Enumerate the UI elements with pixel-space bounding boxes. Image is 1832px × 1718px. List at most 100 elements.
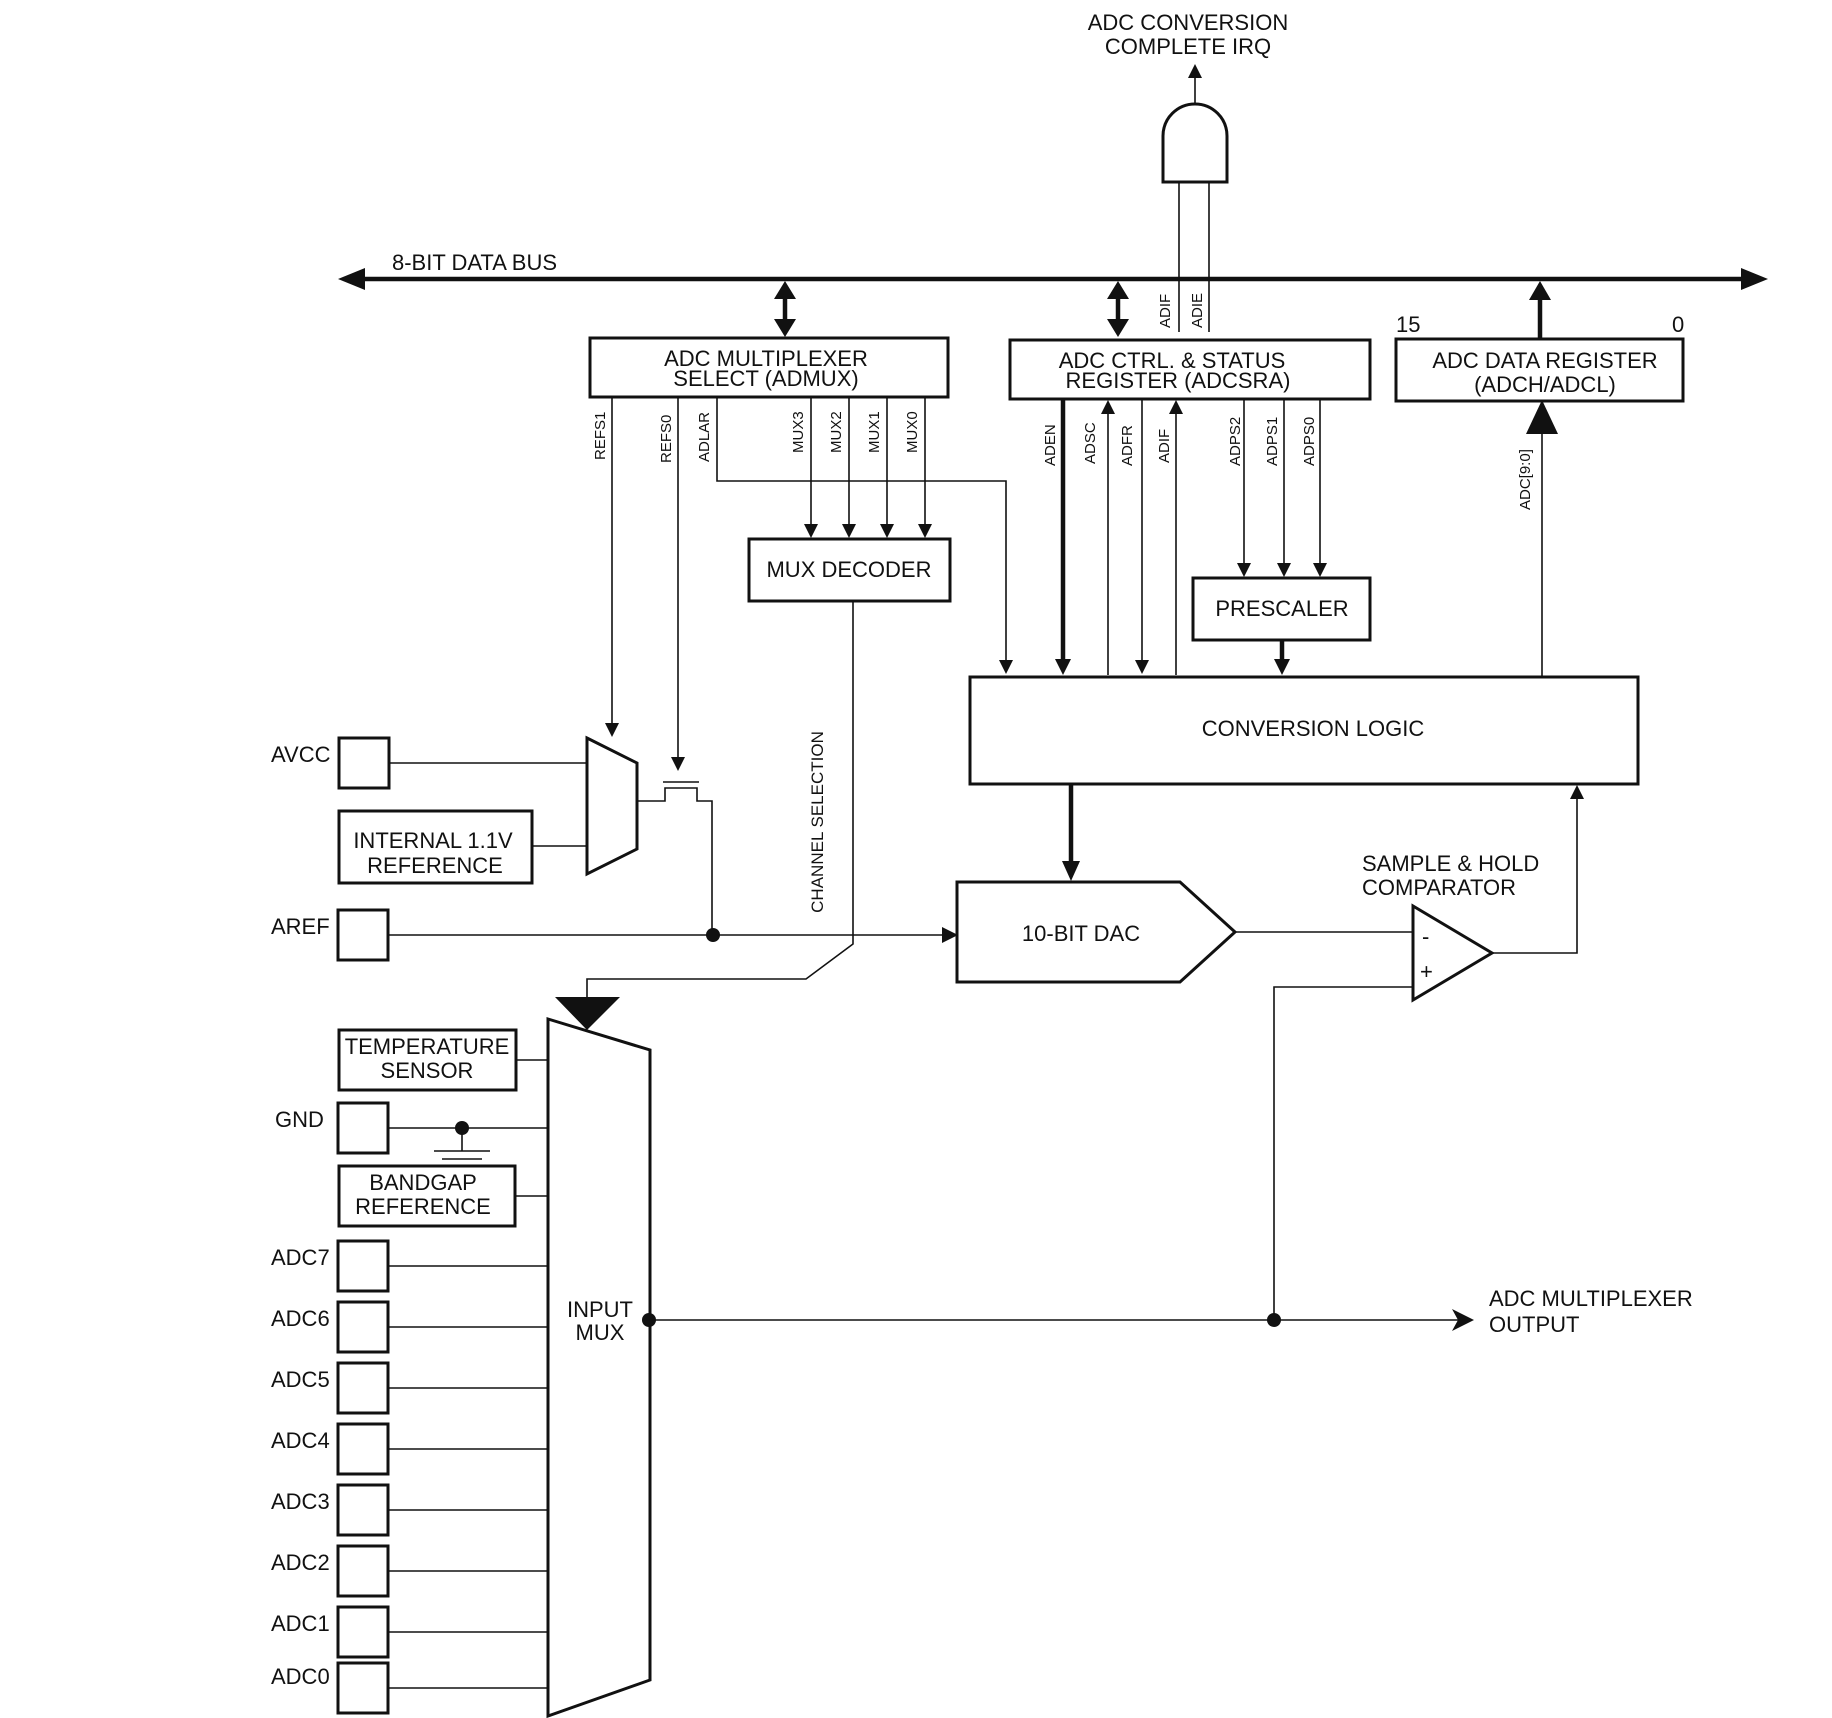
adlar-arrow [999,660,1013,674]
channel-selection-arrow [555,997,620,1030]
bandgap-label-line1: BANDGAP [369,1170,477,1195]
adcsra-bit-adif: ADIF [1156,429,1173,463]
reference-switch [637,787,713,934]
pin-label-adc5: ADC5 [271,1367,330,1392]
dac-shape [955,880,1238,984]
gnd-pin [336,1101,390,1155]
adc-data-register: 15 0 ADC DATA REGISTER (ADCH/ADCL) [1394,312,1685,403]
conversion-logic-box [968,675,1640,786]
admux-register-box [588,336,950,399]
pin-label-gnd: GND [275,1107,324,1132]
admux-bit-mux2: MUX2 [828,411,845,453]
admux-bus-arrow-down [774,319,796,337]
mux1-arrow [880,524,894,538]
pin-label-adc3: ADC3 [271,1489,330,1514]
adc5-pin [336,1361,390,1415]
admux-bit-adlar: ADLAR [696,412,713,462]
dac: 10-BIT DAC [955,880,1413,984]
adcsra-register-box [1008,338,1372,401]
adcsra-signal-wires [1055,400,1327,675]
bandgap-label-line2: REFERENCE [355,1194,491,1219]
adc-result-bits-label: ADC[9:0] [1517,449,1534,510]
adcsra-bit-adsc: ADSC [1082,422,1099,464]
admux-bus-arrow-up [774,281,796,299]
mux-decoder-label: MUX DECODER [766,557,931,582]
internal-ref-label-line2: REFERENCE [367,853,503,878]
adsc-arrow [1101,400,1115,414]
data-bus: 8-BIT DATA BUS [338,250,1768,338]
irq-label-line2: COMPLETE IRQ [1105,34,1271,59]
comparator-plus: + [1420,959,1433,984]
mux-output-arrow [1452,1309,1474,1331]
logic-to-dac-arrow [1062,861,1080,881]
mux-output-label-line1: ADC MULTIPLEXER [1489,1286,1693,1311]
refs0-arrow [671,757,685,771]
temp-sensor-label-line2: SENSOR [381,1058,474,1083]
internal-ref-box [337,809,534,885]
aref-pin [336,908,390,962]
adfr-arrow [1135,660,1149,674]
adc2-pin [336,1544,390,1598]
comparator: SAMPLE & HOLD COMPARATOR - + [1273,785,1584,1320]
admux-label-line1: ADC MULTIPLEXER [664,346,868,371]
prescaler-clock-arrow [1274,659,1290,675]
prescaler-box [1191,576,1372,642]
aden-arrow [1055,659,1071,675]
comparator-output-arrow [1570,785,1584,799]
irq-section: ADC CONVERSION COMPLETE IRQ ADIF ADIE [1088,10,1288,332]
irq-label-line1: ADC CONVERSION [1088,10,1288,35]
pin-label-adc4: ADC4 [271,1428,330,1453]
adcdata-label-line1: ADC DATA REGISTER [1432,348,1657,373]
temp-sensor-label-line1: TEMPERATURE [345,1034,510,1059]
bandgap-ref-box [337,1164,517,1228]
admux-bit-mux1: MUX1 [866,411,883,453]
data-bus-left-arrow [338,268,365,290]
adcsra-bus-arrow-down [1107,319,1129,337]
channel-selection-label: CHANNEL SELECTION [808,731,827,913]
comparator-output-wire [1492,797,1578,954]
admux-bit-mux3: MUX3 [790,411,807,453]
mux3-arrow [804,524,818,538]
adcdata-bit-high: 15 [1396,312,1420,337]
aref-to-dac-arrow [942,927,958,943]
mux-decoder-box [747,537,952,603]
refs1-arrow [605,723,619,737]
adcsra-bit-adfr: ADFR [1119,425,1136,466]
mux-decoder: MUX DECODER CHANNEL SELECTION [555,537,952,1030]
admux-bit-refs1: REFS1 [592,412,609,460]
comparator-input-junction [1267,1313,1281,1327]
prescaler: PRESCALER [1191,576,1372,675]
pin-label-adc6: ADC6 [271,1306,330,1331]
mux2-arrow [842,524,856,538]
comparator-plus-wire [1273,986,1413,1320]
adcsra-bit-adps0: ADPS0 [1301,417,1318,466]
internal-ref-label-line1: INTERNAL 1.1V [353,828,513,853]
adc-result-arrow [1526,400,1558,434]
comparator-minus: - [1422,924,1429,949]
pin-label-adc7: ADC7 [271,1245,330,1270]
adcsra-bit-aden: ADEN [1042,424,1059,466]
adcsra-label-line1: ADC CTRL. & STATUS [1059,348,1286,373]
dac-label: 10-BIT DAC [1022,921,1140,946]
adc7-pin [336,1239,390,1293]
adc1-pin [336,1605,390,1659]
pin-label-avcc: AVCC [271,742,331,767]
pin-label-adc2: ADC2 [271,1550,330,1575]
irq-and-gate [1161,102,1229,184]
admux-signal-wires [605,398,1013,771]
mux0-arrow [918,524,932,538]
adlar-wire [716,398,1007,663]
adcsra-bit-adps1: ADPS1 [1264,417,1281,466]
adcsra-bus-arrow-up [1107,281,1129,299]
adcsra-label-line2: REGISTER (ADCSRA) [1066,368,1291,393]
irq-bit-adie: ADIE [1189,293,1206,328]
reference-section: AVCC INTERNAL 1.1V REFERENCE AREF [271,735,958,962]
adps0-arrow [1313,563,1327,577]
mux-output-label-line2: OUTPUT [1489,1312,1579,1337]
reference-select-mux [585,735,639,877]
adc3-pin [336,1483,390,1537]
adps1-arrow [1277,563,1291,577]
data-bus-right-arrow [1741,268,1768,290]
comparator-label-line1: SAMPLE & HOLD [1362,851,1539,876]
irq-bit-adif: ADIF [1157,294,1174,328]
